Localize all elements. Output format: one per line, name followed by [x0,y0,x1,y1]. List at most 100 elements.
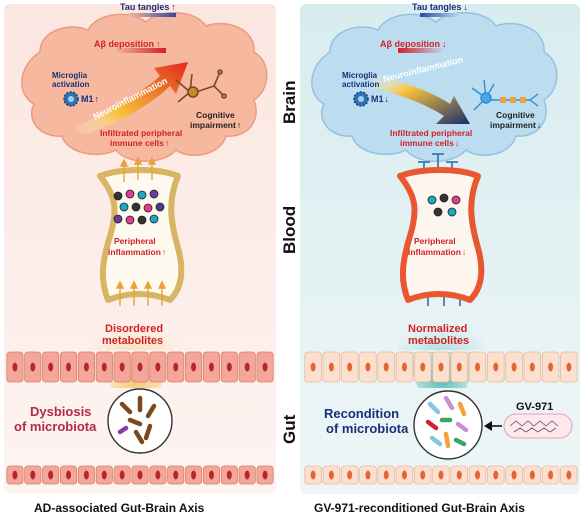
left-infiltrated-label: Infiltrated peripheral [100,128,182,138]
svg-text:Aβ deposition↓: Aβ deposition↓ [380,39,447,49]
left-blood-vessel [97,167,185,303]
cell-nucleus [262,362,268,372]
left-cognitive-label: Cognitive [196,110,235,120]
cell-nucleus [155,470,161,480]
svg-text:Aβ deposition↑: Aβ deposition↑ [94,39,161,49]
left-activation-label: activation [52,80,89,89]
left-peripheral-label: Peripheral [114,236,156,246]
right-neuron-icon [471,79,539,111]
cell-nucleus [420,362,426,372]
cell-nucleus [529,362,535,372]
cell-nucleus [475,470,481,480]
cell-nucleus [511,362,517,372]
cell-nucleus [310,362,316,372]
cell-nucleus [155,362,161,372]
cell-nucleus [137,470,143,480]
cell-nucleus [66,470,72,480]
right-blood-vessel [397,167,485,303]
left-dysbiosis-label-2: of microbiota [14,419,97,434]
cell-nucleus [191,470,197,480]
cell-nucleus [83,362,89,372]
left-inflammation-label: inflammation [108,247,161,257]
cell-nucleus [347,470,353,480]
right-immune-cells-label: immune cells [400,138,454,148]
drug-label: GV-971 [516,401,553,413]
svg-text:inflammation↓: inflammation↓ [408,247,466,257]
right-bacteria [425,395,469,449]
cell-nucleus [529,470,535,480]
right-inflammation-label: inflammation [408,247,461,257]
left-bacteria [117,395,157,445]
cell-nucleus [493,362,499,372]
right-abeta-bar [398,48,444,53]
right-microglia-icon [353,91,369,107]
right-immune-cells [427,193,461,217]
drug-capsule [503,413,573,439]
right-peripheral-label: Peripheral [414,236,456,246]
left-immune-cells-label: immune cells [110,138,164,148]
left-immune-cells [113,189,165,225]
left-metabolites-label-2: metabolites [102,335,163,347]
left-abeta-label: Aβ deposition [94,39,154,49]
cell-nucleus [383,470,389,480]
cell-nucleus [456,362,462,372]
svg-text:inflammation↑: inflammation↑ [108,247,166,257]
right-impairment-label: impairment [490,120,536,130]
cell-nucleus [347,362,353,372]
left-gut-epithelium-top [6,351,274,383]
cell-nucleus [226,362,232,372]
left-tau-arrow: ↑ [171,2,176,12]
svg-text:immune cells↓: immune cells↓ [400,138,459,148]
cell-nucleus [493,470,499,480]
cell-nucleus [328,362,334,372]
right-activation-label: activation [342,80,379,89]
left-metabolites-label-1: Disordered [105,323,163,335]
cell-nucleus [383,362,389,372]
cell-nucleus [401,470,407,480]
left-cognitive-arrow: ↑ [237,120,241,130]
drug-molecule-icon [509,420,559,433]
cell-nucleus [226,470,232,480]
cell-nucleus [12,470,18,480]
svg-text:impairment↑: impairment↑ [190,120,241,130]
cell-nucleus [101,362,107,372]
right-tau-arrow: ↓ [463,2,468,12]
svg-text:Tau tangles↓: Tau tangles↓ [412,2,468,12]
cell-nucleus [66,362,72,372]
cell-nucleus [420,470,426,480]
right-gut-epithelium-top [304,351,578,383]
cell-nucleus [438,470,444,480]
left-vessel-up-arrows [115,156,167,306]
right-recondition-label-1: Recondition [324,406,399,421]
cell-nucleus [119,362,125,372]
cell-nucleus [566,470,572,480]
cell-nucleus [511,470,517,480]
cell-nucleus [548,362,554,372]
left-caption: AD-associated Gut-Brain Axis [34,501,205,515]
drug-arrow-head [484,421,492,431]
left-microglia-label: Microglia [52,71,88,80]
left-neuroinflammation-arrow [74,62,188,136]
left-neuron-icon [175,69,227,103]
right-metabolites-label-2: metabolites [408,335,469,347]
cell-nucleus [208,470,214,480]
right-gut-epithelium-bottom [304,465,578,485]
right-cognitive-arrow: ↓ [537,120,541,130]
cell-nucleus [244,470,250,480]
right-m1-arrow: ↓ [385,94,390,104]
right-abeta-label: Aβ deposition [380,39,440,49]
right-immune-arrow: ↓ [455,138,459,148]
cell-nucleus [173,470,179,480]
left-abeta-bar [114,48,166,53]
left-immune-arrow: ↑ [165,138,169,148]
cell-nucleus [101,470,107,480]
left-m1-arrow: ↑ [95,94,100,104]
cell-nucleus [328,470,334,480]
svg-text:impairment↓: impairment↓ [490,120,541,130]
left-abeta-arrow: ↑ [156,39,161,49]
cell-nucleus [83,470,89,480]
right-m1-label: M1 [371,94,384,104]
right-tau-label: Tau tangles [412,2,461,12]
right-brain-shape [311,11,558,162]
cell-nucleus [401,362,407,372]
